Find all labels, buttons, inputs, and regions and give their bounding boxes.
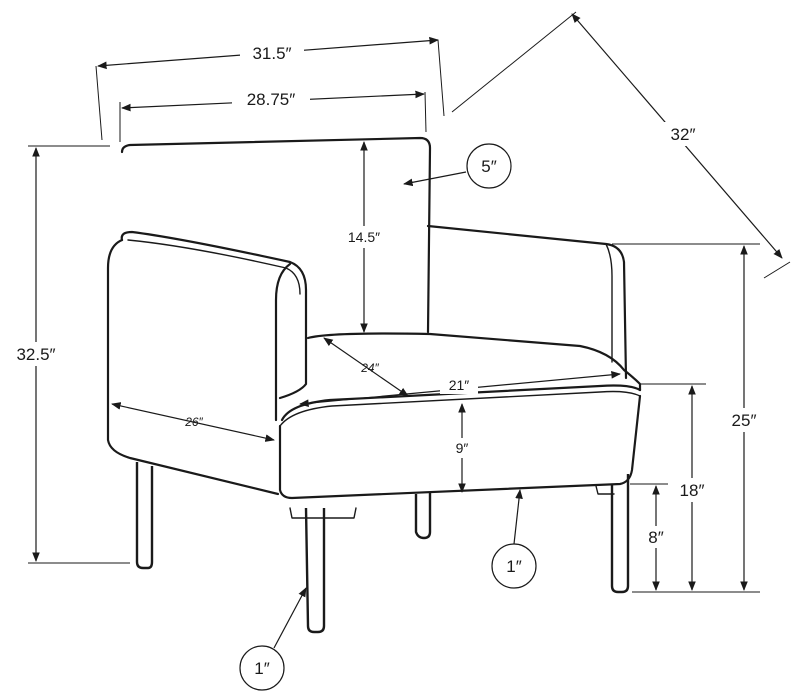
callouts: 5″ 1″ 1″ bbox=[239, 143, 537, 691]
label-overall-depth: 32″ bbox=[671, 125, 696, 144]
leg-front-center bbox=[304, 507, 326, 634]
chair-left-arm-front bbox=[106, 238, 280, 496]
chair-drawing bbox=[106, 136, 642, 634]
chair-seat-base bbox=[278, 394, 642, 500]
label-inner-width: 28.75″ bbox=[247, 90, 296, 109]
label-seat-thickness: 9″ bbox=[456, 440, 469, 456]
chair-left-arm-inner bbox=[274, 262, 292, 422]
leg-front-left bbox=[135, 462, 154, 570]
label-leg-diameter-front: 1″ bbox=[506, 557, 521, 576]
dimension-labels: 31.5″ 28.75″ 32″ 32.5″ 14.5″ 25″ 18″ 9″ … bbox=[6, 42, 766, 548]
label-back-thickness: 5″ bbox=[481, 157, 496, 176]
label-leg-height: 8″ bbox=[648, 528, 663, 547]
callout-leg-diameter-front bbox=[491, 543, 537, 589]
label-seat-height: 18″ bbox=[680, 481, 705, 500]
dim-line-arm-depth bbox=[111, 402, 275, 442]
leg-back-left-stub bbox=[289, 507, 357, 519]
label-overall-width: 31.5″ bbox=[252, 44, 291, 63]
label-back-height: 14.5″ bbox=[348, 229, 380, 245]
chair-left-arm-welt bbox=[127, 239, 301, 295]
label-leg-diameter-back: 1″ bbox=[254, 659, 269, 678]
label-seat-depth: 24″ bbox=[360, 361, 379, 375]
chair-backrest-right-edge bbox=[426, 224, 628, 380]
leg-back-center bbox=[414, 492, 432, 540]
chair-seat-welt bbox=[279, 390, 641, 427]
chair-right-arm bbox=[605, 243, 613, 363]
callout-back-thickness bbox=[466, 143, 512, 189]
chair-left-arm-top bbox=[120, 230, 308, 400]
label-overall-height: 32.5″ bbox=[16, 345, 55, 364]
leg-front-right bbox=[610, 474, 630, 594]
chair-backrest bbox=[120, 136, 432, 334]
label-seat-width: 21″ bbox=[449, 377, 470, 393]
chair-seat-cushion bbox=[306, 332, 642, 392]
leg-back-right-stub bbox=[595, 485, 615, 495]
callout-leg-diameter-back bbox=[239, 645, 285, 691]
chair-legs bbox=[135, 462, 630, 634]
label-arm-height: 25″ bbox=[732, 411, 757, 430]
dimension-lines bbox=[32, 13, 783, 591]
extension-lines bbox=[28, 11, 791, 593]
label-arm-depth: 26″ bbox=[184, 415, 203, 429]
